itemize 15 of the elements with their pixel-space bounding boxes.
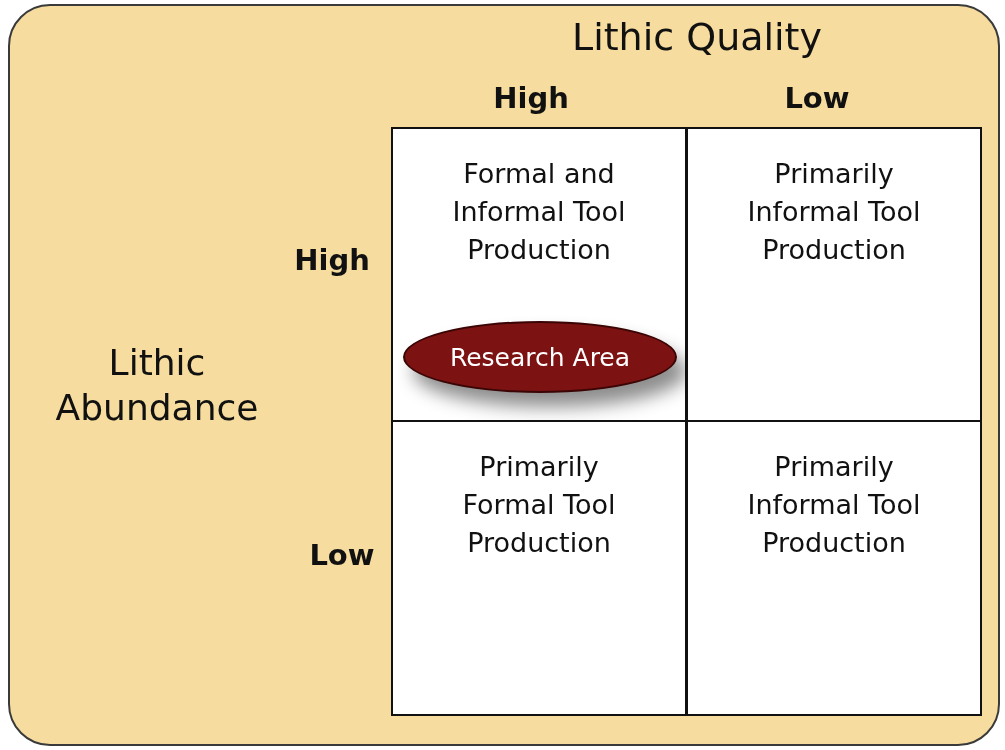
axis-label: High (293, 242, 371, 279)
axis-label: Lithic Abundance (54, 341, 260, 430)
axis-label: Lithic Quality (571, 14, 823, 61)
cell-text: Primarily Informal Tool Production (746, 157, 922, 267)
cell-text: Primarily Informal Tool Production (746, 450, 922, 560)
matrix-cell (686, 127, 982, 423)
matrix-cell (391, 127, 687, 423)
axis-label: Low (783, 80, 851, 117)
matrix-cell (391, 420, 687, 716)
axis-label: High (492, 80, 570, 117)
axis-label: Low (308, 537, 376, 574)
ellipse-label: Research Area (449, 342, 631, 372)
matrix-cell (686, 420, 982, 716)
cell-text: Formal and Informal Tool Production (451, 157, 627, 267)
cell-text: Primarily Formal Tool Production (461, 450, 617, 560)
